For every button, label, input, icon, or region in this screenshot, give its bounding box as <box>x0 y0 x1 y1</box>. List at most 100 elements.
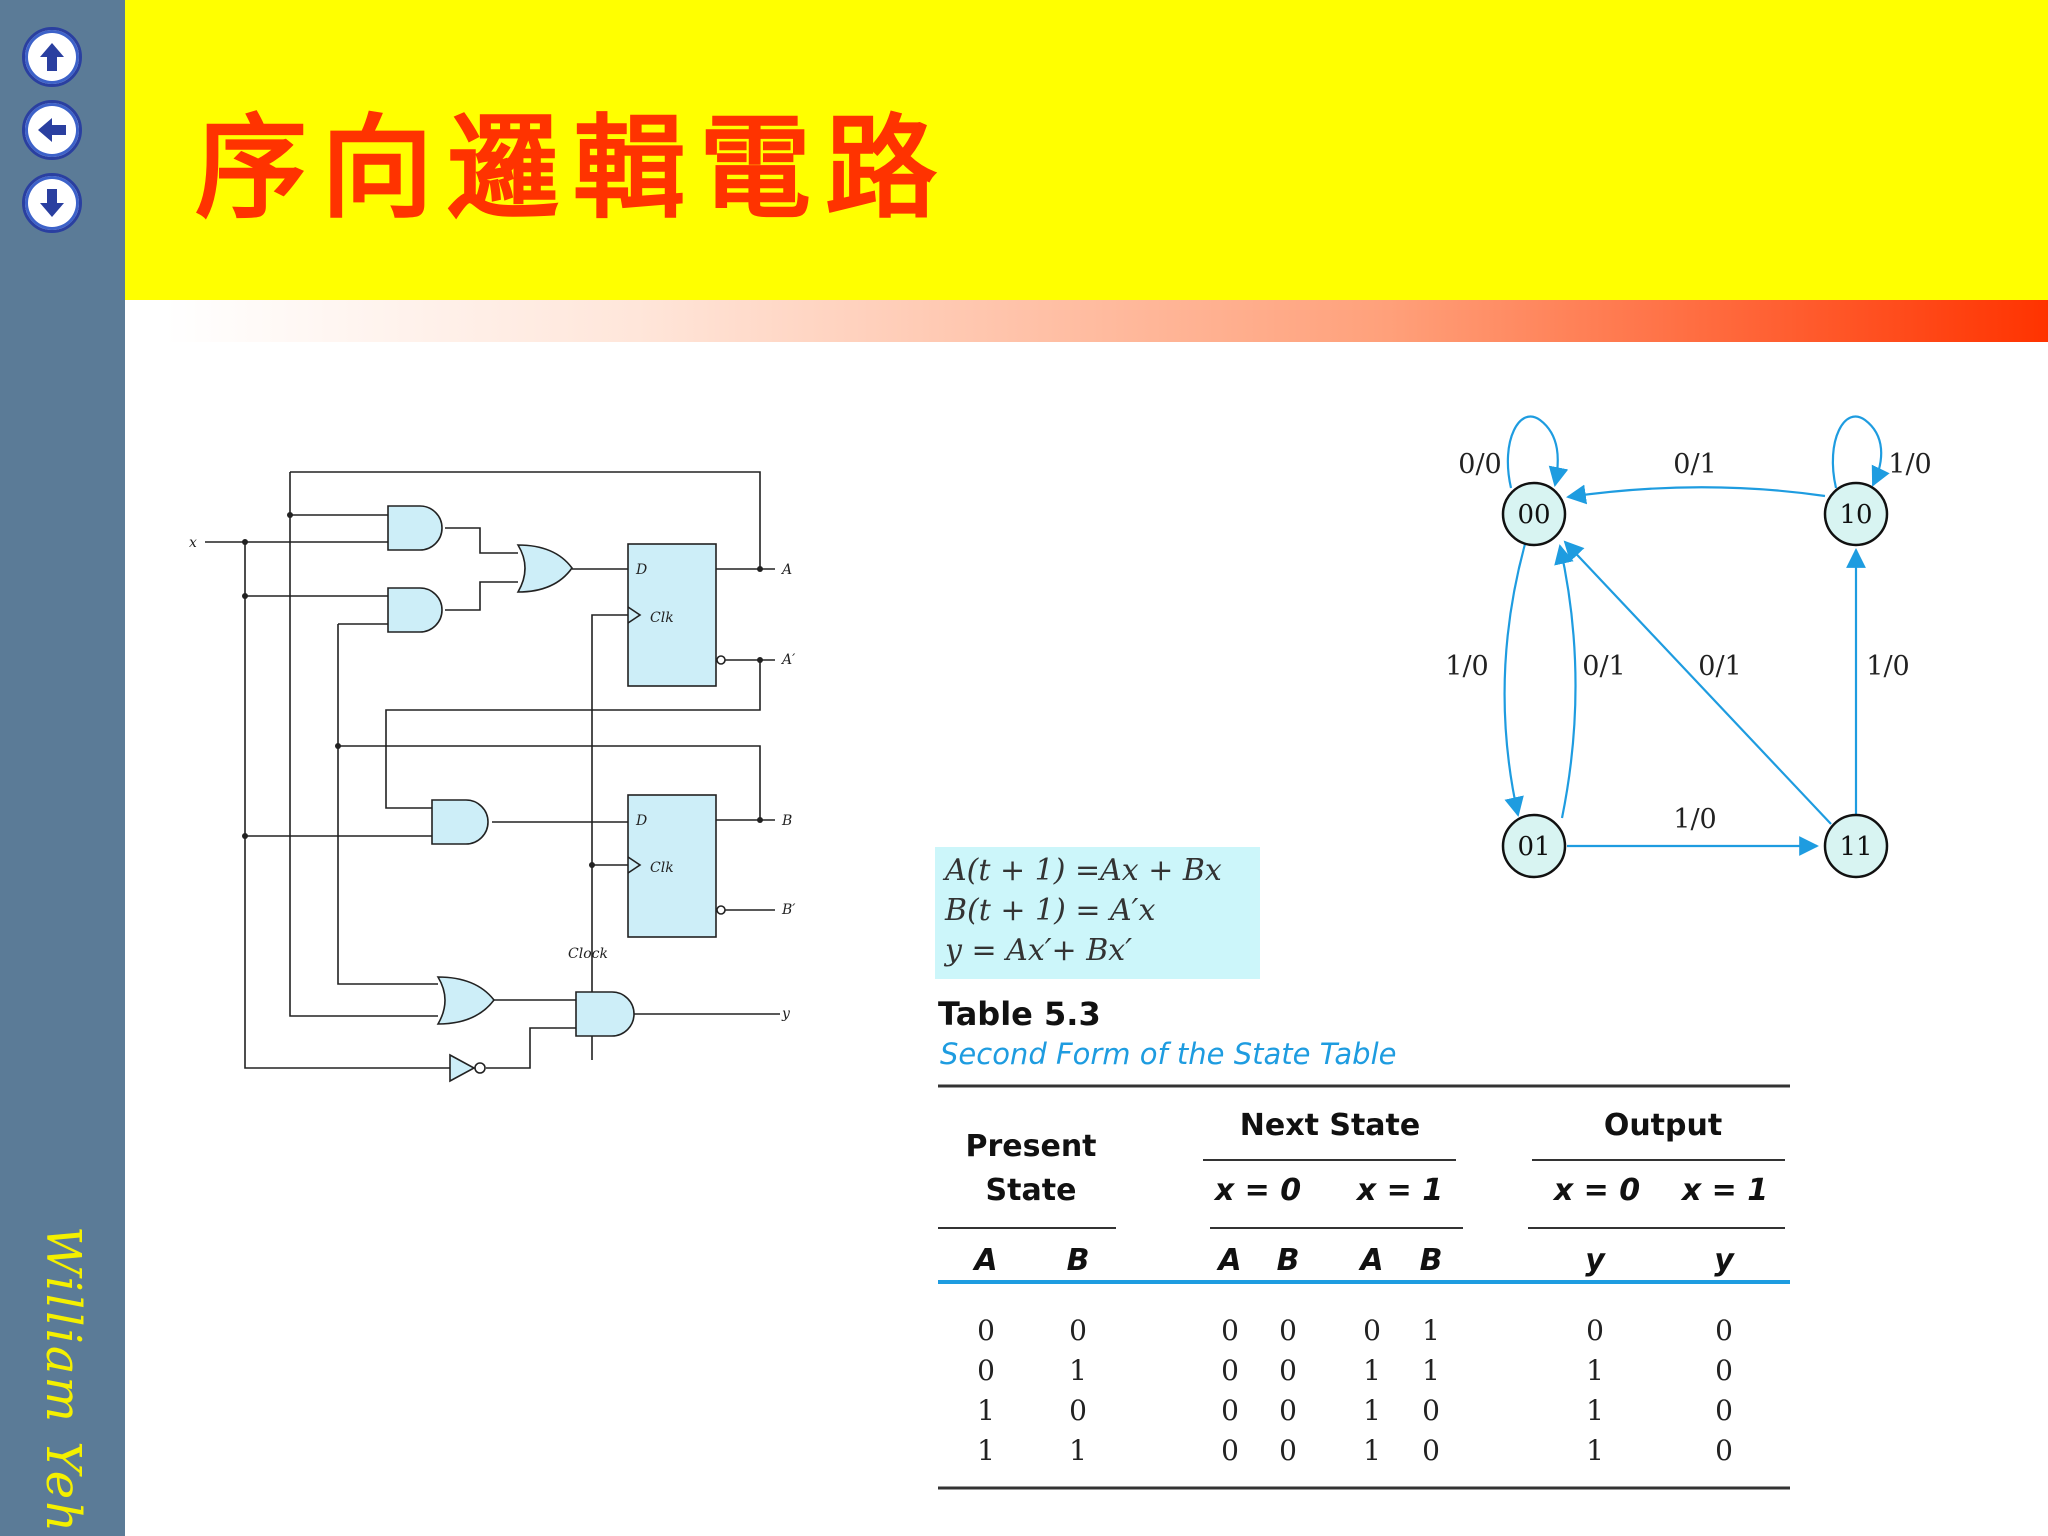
arrow-down-icon <box>40 189 64 217</box>
table-cell: 0 <box>1279 1314 1297 1347</box>
header-banner <box>125 0 2048 300</box>
state-nodes <box>1501 481 1889 879</box>
equation-box: A(t + 1) =Ax + Bx B(t + 1) = A′x y = Ax′… <box>935 847 1260 979</box>
table-row: 0 0 0 0 0 1 0 0 <box>977 1314 1733 1347</box>
table-subtitle: Second Form of the State Table <box>940 1037 1397 1071</box>
state-00-node <box>1501 481 1567 547</box>
table-cell: 0 <box>1069 1394 1087 1427</box>
sidebar: William Yeh <box>0 0 125 1536</box>
header-present: Present <box>965 1129 1096 1164</box>
table-cell: 0 <box>1363 1314 1381 1347</box>
flip-flop-a <box>627 543 717 687</box>
table-title: Table 5.3 <box>938 995 1101 1033</box>
ff-b-clk-label: Clk <box>650 860 674 876</box>
table-cell: 0 <box>1221 1394 1239 1427</box>
table-cell: 1 <box>1586 1394 1604 1427</box>
state-transitions <box>1503 415 1890 856</box>
ff-a-d-label: D <box>635 562 647 578</box>
state-11-node <box>1823 813 1889 879</box>
table-cell: 0 <box>1715 1394 1733 1427</box>
table-cell: 0 <box>977 1354 995 1387</box>
table-cell: 0 <box>977 1314 995 1347</box>
table-cell: 1 <box>977 1434 995 1467</box>
ff-a-clk-label: Clk <box>650 610 674 626</box>
col-present-b: B <box>1067 1243 1090 1278</box>
state-11-label: 11 <box>1839 832 1872 862</box>
state-01-node <box>1501 813 1567 879</box>
table-cell: 0 <box>1586 1314 1604 1347</box>
inverter-bubble <box>474 1062 486 1074</box>
arrow-left-icon <box>38 118 66 142</box>
label-11-10: 1/0 <box>1866 651 1909 682</box>
state-diagram: 00 10 01 11 0/0 0/1 1/0 1/0 0/1 0/1 1/0 … <box>1445 415 1932 879</box>
table-cell: 1 <box>1422 1354 1440 1387</box>
table-cell: 0 <box>1279 1434 1297 1467</box>
equation-b: B(t + 1) = A′x <box>945 893 1156 928</box>
state-10-label: 10 <box>1839 500 1872 530</box>
nav-down-button[interactable] <box>22 173 82 233</box>
output-a-label: A <box>780 562 792 578</box>
input-x-label: x <box>189 535 197 551</box>
label-11-00: 0/1 <box>1698 651 1741 682</box>
label-01-00: 0/1 <box>1582 651 1625 682</box>
table-cell: 0 <box>1279 1394 1297 1427</box>
output-b-not-label: B′ <box>781 902 796 918</box>
inverter <box>449 1053 476 1083</box>
circuit-labels: x D Clk D Clk A A′ B B′ Clock y <box>189 535 796 1022</box>
col-present-a: A <box>972 1243 997 1278</box>
table-row: 1 0 0 0 1 0 1 0 <box>977 1394 1733 1427</box>
output-b-label: B <box>781 813 792 829</box>
table-cell: 0 <box>1422 1394 1440 1427</box>
table-cell: 0 <box>1279 1354 1297 1387</box>
and-gate-1 <box>387 505 443 551</box>
state-table: Present State Next State Output x = 0 x … <box>938 1084 1790 1490</box>
header-state: State <box>986 1173 1077 1208</box>
ff-b-d-label: D <box>635 813 647 829</box>
nav-back-button[interactable] <box>22 100 82 160</box>
table-cell: 0 <box>1422 1434 1440 1467</box>
transition-labels: 0/0 0/1 1/0 1/0 0/1 0/1 1/0 1/0 <box>1445 449 1931 835</box>
table-cell: 0 <box>1069 1314 1087 1347</box>
label-10-00: 0/1 <box>1673 449 1716 480</box>
table-cell: 0 <box>1715 1314 1733 1347</box>
clock-label: Clock <box>568 946 608 962</box>
flip-flop-b <box>627 794 717 938</box>
author-signature: William Yeh <box>28 1226 98 1534</box>
or-gate-2 <box>436 976 496 1025</box>
output-y-label: y <box>781 1006 791 1022</box>
table-cell: 1 <box>1069 1434 1087 1467</box>
state-names: 00 10 01 11 <box>1517 500 1872 862</box>
equation-y: y = Ax′+ Bx′ <box>945 933 1133 968</box>
and-gate-2 <box>387 587 443 633</box>
table-rules <box>938 1084 1790 1490</box>
table-cell: 1 <box>1363 1394 1381 1427</box>
table-cell: 1 <box>1422 1314 1440 1347</box>
table-cell: 0 <box>1221 1354 1239 1387</box>
and-gate-3 <box>431 799 489 845</box>
and-gate-4 <box>575 991 635 1037</box>
label-self-10: 1/0 <box>1888 449 1931 480</box>
col-out1-y: y <box>1714 1243 1735 1278</box>
table-cell: 0 <box>1221 1314 1239 1347</box>
wire-junctions <box>242 512 763 868</box>
transition-00-01 <box>1503 543 1527 817</box>
state-00-label: 00 <box>1517 500 1550 530</box>
header-out-x0: x = 0 <box>1552 1173 1640 1208</box>
col-next1-a: A <box>1358 1243 1383 1278</box>
title-underline-gradient <box>165 300 2048 342</box>
page-title: 序向邏輯電路 <box>195 104 951 234</box>
nav-up-button[interactable] <box>22 27 82 87</box>
table-headers: Present State Next State Output x = 0 x … <box>965 1108 1768 1278</box>
header-next-state: Next State <box>1240 1108 1420 1143</box>
or-gate-1 <box>516 544 573 593</box>
state-10-node <box>1823 481 1889 547</box>
col-next1-b: B <box>1420 1243 1443 1278</box>
transition-self-00 <box>1506 415 1569 489</box>
table-cell: 1 <box>1586 1434 1604 1467</box>
table-cell: 1 <box>977 1394 995 1427</box>
header-next-x1: x = 1 <box>1355 1173 1443 1208</box>
logic-circuit-diagram: x D Clk D Clk A A′ B B′ Clock y <box>189 471 796 1083</box>
